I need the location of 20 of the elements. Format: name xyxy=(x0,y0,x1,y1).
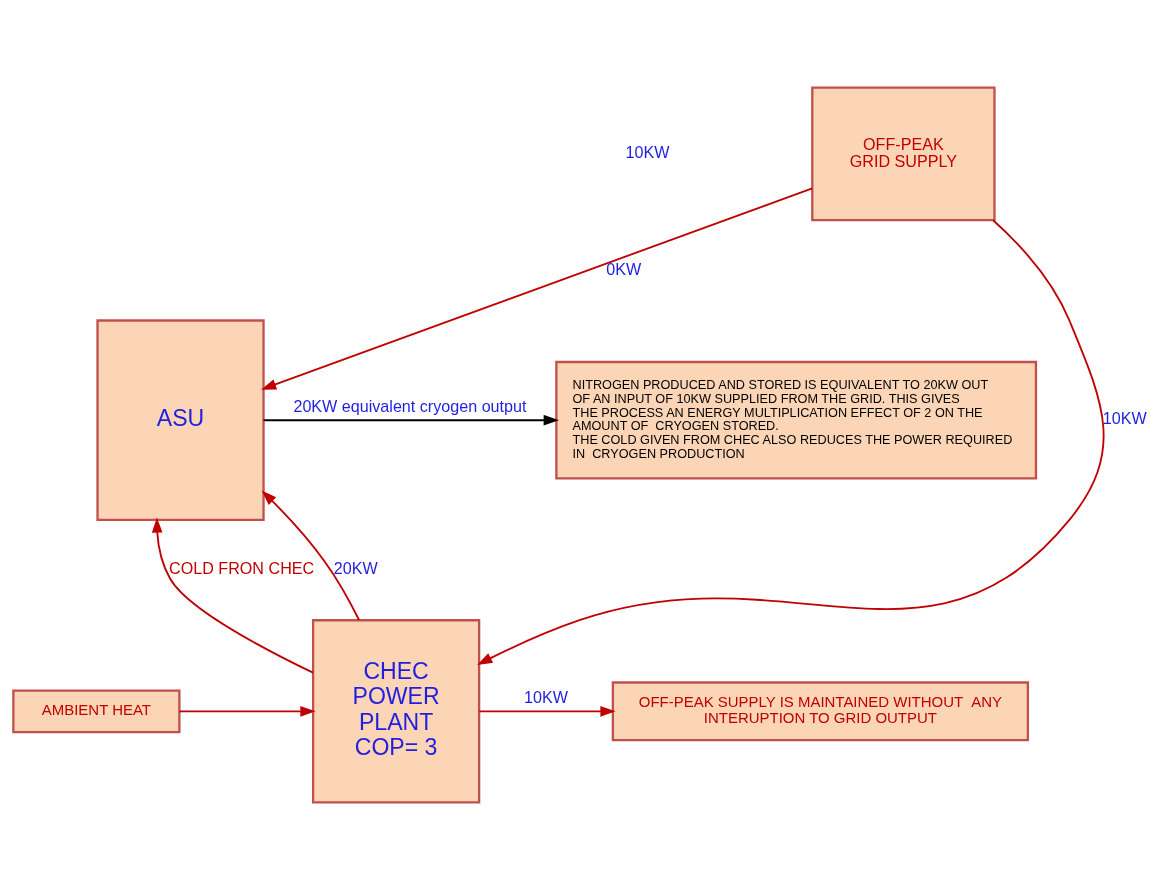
node-box: OFF-PEAK SUPPLY IS MAINTAINED WITHOUT ANY INTERUPTION TO GRID OUTPUT xyxy=(611,681,1030,742)
edge-label: 10KW xyxy=(524,688,568,707)
edge-label: 0KW xyxy=(606,259,642,278)
edge-label: COLD FRON CHEC xyxy=(169,559,315,578)
node-box: NITROGEN PRODUCED AND STORED IS EQUIVALENT TO 20KW OUT OF AN INPUT OF 10KW SUPPLIED FROM THE GRID. THIS GIVES THE PROCESS AN ENERGY MULTIPLICATION EFFECT OF 2 ON THE AMOUNT OF CRYOGEN STORED. THE COLD GIVEN FROM CHEC ALSO REDUCES THE POWER REQUIRED IN CRYOGEN PRODUCTION xyxy=(555,360,1038,480)
arrow xyxy=(477,219,1105,665)
node-box: CHEC POWER PLANT COP= 3 xyxy=(311,619,481,804)
arrow xyxy=(262,414,559,426)
arrow xyxy=(261,490,360,621)
arrow xyxy=(261,187,814,390)
edge-label: 10KW xyxy=(1102,409,1147,428)
arrow xyxy=(178,706,316,717)
node-box: AMBIENT HEAT xyxy=(12,689,181,734)
arrow xyxy=(151,517,314,674)
arrow xyxy=(478,706,616,717)
node-box: OFF-PEAK GRID SUPPLY xyxy=(811,86,996,222)
edge-label: 20KW equivalent cryogen output xyxy=(293,397,527,416)
node-box: ASU xyxy=(96,319,265,522)
edge-label: 20KW xyxy=(333,559,378,578)
label: 10KW xyxy=(625,143,670,162)
